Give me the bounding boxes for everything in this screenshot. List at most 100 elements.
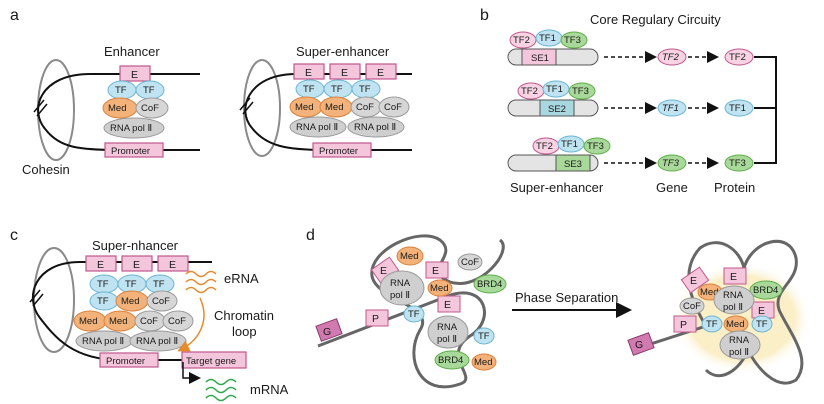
loop-label: loop	[232, 324, 257, 339]
chromatin-loop	[244, 73, 412, 151]
transcription-arrow	[182, 362, 201, 384]
svg-text:Med: Med	[700, 287, 718, 298]
svg-text:E: E	[377, 67, 384, 79]
promoter-label: Promoter	[111, 146, 150, 157]
svg-text:TF2: TF2	[513, 35, 530, 46]
svg-text:TF: TF	[756, 319, 768, 330]
erna-squiggles	[185, 270, 217, 294]
svg-text:CoF: CoF	[141, 103, 159, 114]
svg-text:TF2: TF2	[536, 141, 553, 152]
svg-text:Med: Med	[726, 319, 744, 330]
svg-text:pol Ⅱ: pol Ⅱ	[390, 290, 410, 301]
footer-protein: Protein	[714, 180, 755, 195]
target-gene-box	[181, 351, 247, 369]
svg-text:TF: TF	[706, 319, 718, 330]
chromatin-label: Chromatin	[214, 308, 274, 323]
svg-text:SE1: SE1	[531, 53, 549, 64]
erna-label: eRNA	[224, 271, 259, 286]
svg-text:CoF: CoF	[683, 301, 701, 312]
svg-text:RNA: RNA	[723, 290, 744, 301]
svg-text:Promoter: Promoter	[106, 356, 145, 367]
svg-text:E: E	[305, 67, 312, 79]
cof-blob	[135, 97, 169, 119]
svg-text:Med: Med	[430, 283, 448, 294]
svg-text:G: G	[323, 326, 331, 338]
svg-text:Med: Med	[400, 251, 418, 262]
svg-text:TF3: TF3	[572, 86, 589, 97]
svg-text:TF1: TF1	[561, 139, 578, 150]
svg-text:E: E	[380, 265, 387, 277]
panel-a-letter: a	[10, 7, 19, 24]
footer-super-enhancer: Super-enhancer	[510, 180, 604, 195]
svg-text:RNA: RNA	[390, 278, 411, 289]
enhancer-title: Enhancer	[104, 44, 160, 59]
rna-pol-blob	[103, 117, 165, 139]
enhancer-box	[119, 65, 151, 82]
svg-text:TF: TF	[359, 84, 371, 95]
svg-text:BRD4: BRD4	[753, 285, 778, 296]
svg-text:TF: TF	[331, 84, 343, 95]
enhancer-diagram: Enhancer E TF TF Med CoF RNA pol Ⅱ Promo…	[22, 44, 200, 177]
svg-text:Med: Med	[108, 103, 126, 114]
panel-c: c Super-nhancer E E E TF TF TF TF Med Co…	[10, 227, 289, 402]
svg-text:CoF: CoF	[152, 296, 170, 307]
svg-text:Med: Med	[325, 102, 343, 113]
chromatin-loop	[31, 261, 246, 361]
svg-text:CoF: CoF	[384, 102, 402, 113]
svg-text:G: G	[635, 339, 643, 351]
svg-text:TF3: TF3	[662, 158, 680, 169]
svg-text:TF: TF	[115, 85, 127, 96]
svg-text:E: E	[758, 305, 765, 317]
footer-gene: Gene	[656, 180, 688, 195]
cohesin-label: Cohesin	[22, 162, 70, 177]
panel-c-title: Super-nhancer	[92, 238, 179, 253]
svg-text:Promoter: Promoter	[319, 146, 358, 157]
panel-d: d G P E E E Med CoF BRD4 RNA pol Ⅱ Med	[306, 227, 812, 389]
erna-arrow	[177, 297, 205, 352]
svg-text:P: P	[372, 313, 379, 325]
svg-text:TF: TF	[143, 85, 155, 96]
panel-a: a Enhancer E TF TF Med CoF RNA pol Ⅱ Pro…	[10, 7, 412, 177]
panel-b-title: Core Regulary Circuity	[590, 12, 721, 27]
svg-text:E: E	[432, 265, 439, 277]
svg-text:E: E	[169, 259, 176, 271]
mrna-label: mRNA	[250, 382, 289, 397]
super-enhancer-diagram: Super-enhancer E E E TF TF TF Med Med Co…	[239, 44, 412, 158]
chromatin-loop	[37, 73, 200, 151]
svg-text:E: E	[97, 259, 104, 271]
svg-text:TF: TF	[303, 84, 315, 95]
svg-text:RNA pol Ⅱ: RNA pol Ⅱ	[354, 122, 396, 133]
svg-text:TF: TF	[408, 309, 420, 320]
svg-text:CoF: CoF	[168, 316, 186, 327]
svg-text:TF: TF	[478, 331, 490, 342]
svg-text:Med: Med	[79, 316, 97, 327]
svg-text:TF1: TF1	[662, 103, 679, 114]
svg-text:SE2: SE2	[548, 104, 566, 115]
svg-text:E: E	[444, 299, 451, 311]
svg-text:pol Ⅱ: pol Ⅱ	[723, 302, 743, 313]
target-gene-label: Target gene	[186, 356, 236, 367]
panel-b: b Core Regulary Circuity TF2 TF1 TF3 SE1…	[480, 7, 777, 195]
svg-text:RNA: RNA	[729, 335, 750, 346]
svg-text:Med: Med	[121, 296, 139, 307]
panel-b-letter: b	[480, 7, 489, 24]
svg-text:TF1: TF1	[546, 84, 563, 95]
svg-text:RNA pol Ⅱ: RNA pol Ⅱ	[110, 123, 152, 134]
svg-text:TF: TF	[97, 296, 109, 307]
phase-separated-condensate: G P E E E Med BRD4 CoF RNA pol Ⅱ TF Med …	[627, 239, 812, 385]
svg-text:BRD4: BRD4	[438, 355, 463, 366]
svg-text:P: P	[680, 319, 687, 331]
svg-text:RNA: RNA	[437, 322, 458, 333]
svg-text:Med: Med	[109, 316, 127, 327]
svg-text:Med: Med	[474, 357, 492, 368]
panel-c-letter: c	[10, 227, 18, 244]
svg-text:TF1: TF1	[539, 33, 556, 44]
super-enhancer-title: Super-enhancer	[296, 44, 390, 59]
feedback-bracket	[754, 56, 777, 164]
svg-text:TF3: TF3	[587, 141, 604, 152]
svg-text:Med: Med	[295, 102, 313, 113]
svg-text:pol Ⅱ: pol Ⅱ	[729, 347, 749, 358]
svg-text:TF: TF	[97, 279, 109, 290]
svg-text:RNA pol Ⅱ: RNA pol Ⅱ	[296, 122, 338, 133]
